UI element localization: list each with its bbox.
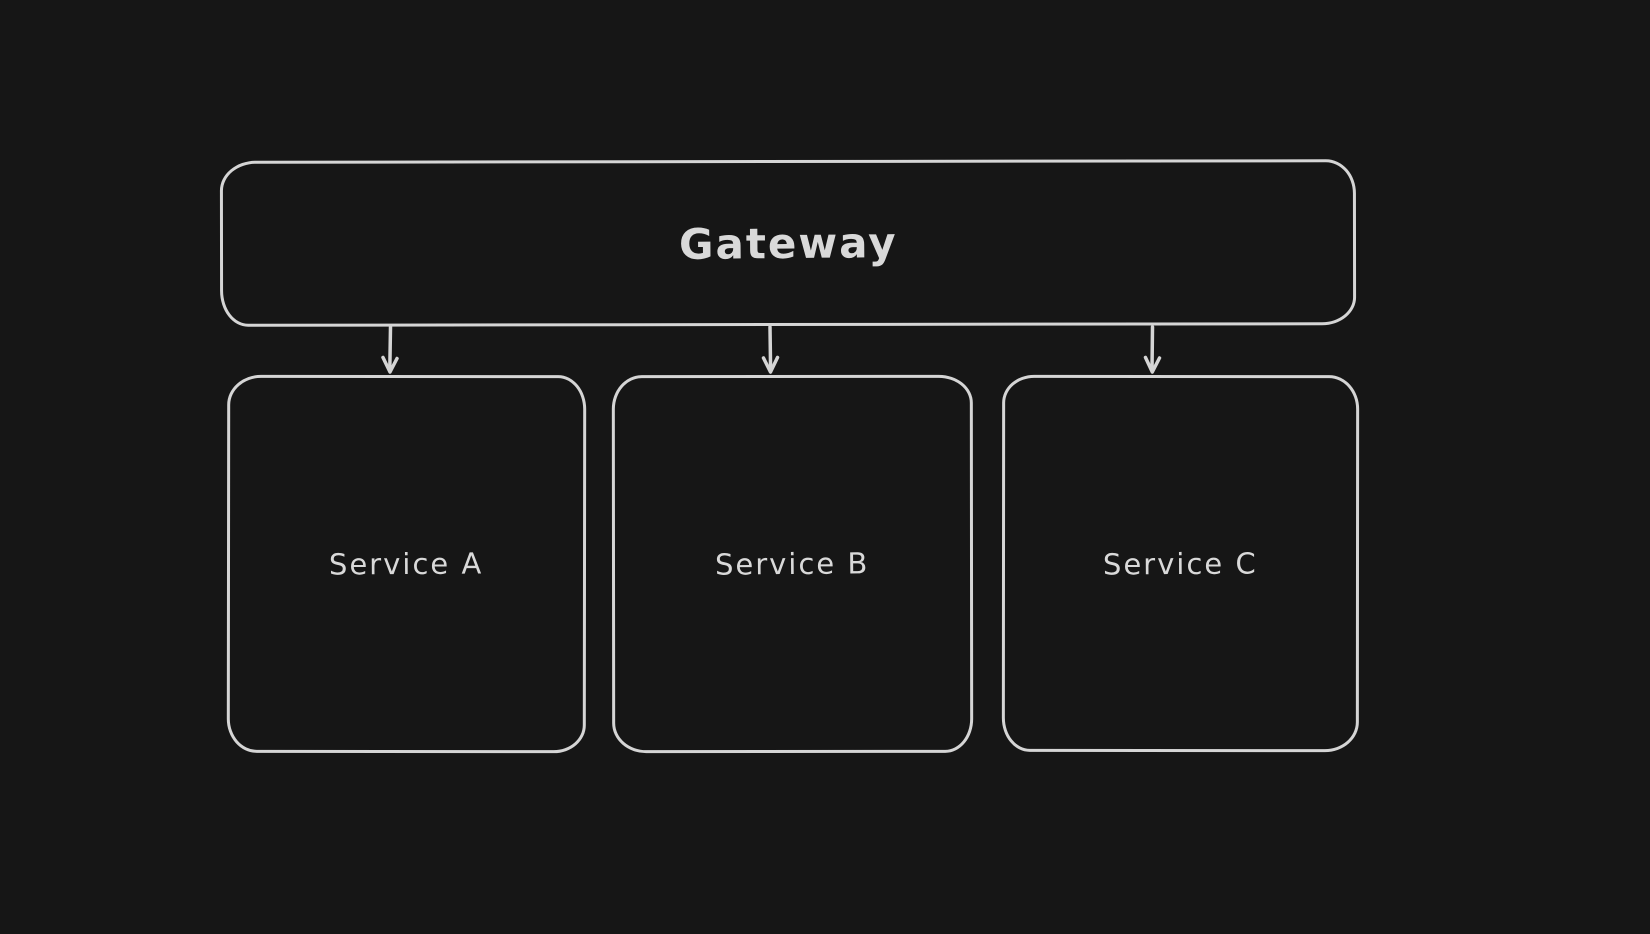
arrow-gateway-to-service-a[interactable] — [381, 325, 399, 374]
node-service-a-label: Service A — [329, 546, 484, 582]
node-service-c[interactable]: Service C — [1001, 374, 1360, 753]
node-gateway[interactable]: Gateway — [219, 159, 1357, 327]
node-service-a[interactable]: Service A — [226, 374, 587, 754]
arrow-gateway-to-service-c[interactable] — [1143, 325, 1162, 374]
node-gateway-label: Gateway — [678, 217, 898, 269]
node-service-b[interactable]: Service B — [611, 374, 974, 754]
node-service-c-label: Service C — [1103, 546, 1258, 581]
arrow-gateway-to-service-b[interactable] — [761, 325, 780, 374]
node-service-b-label: Service B — [715, 546, 870, 582]
